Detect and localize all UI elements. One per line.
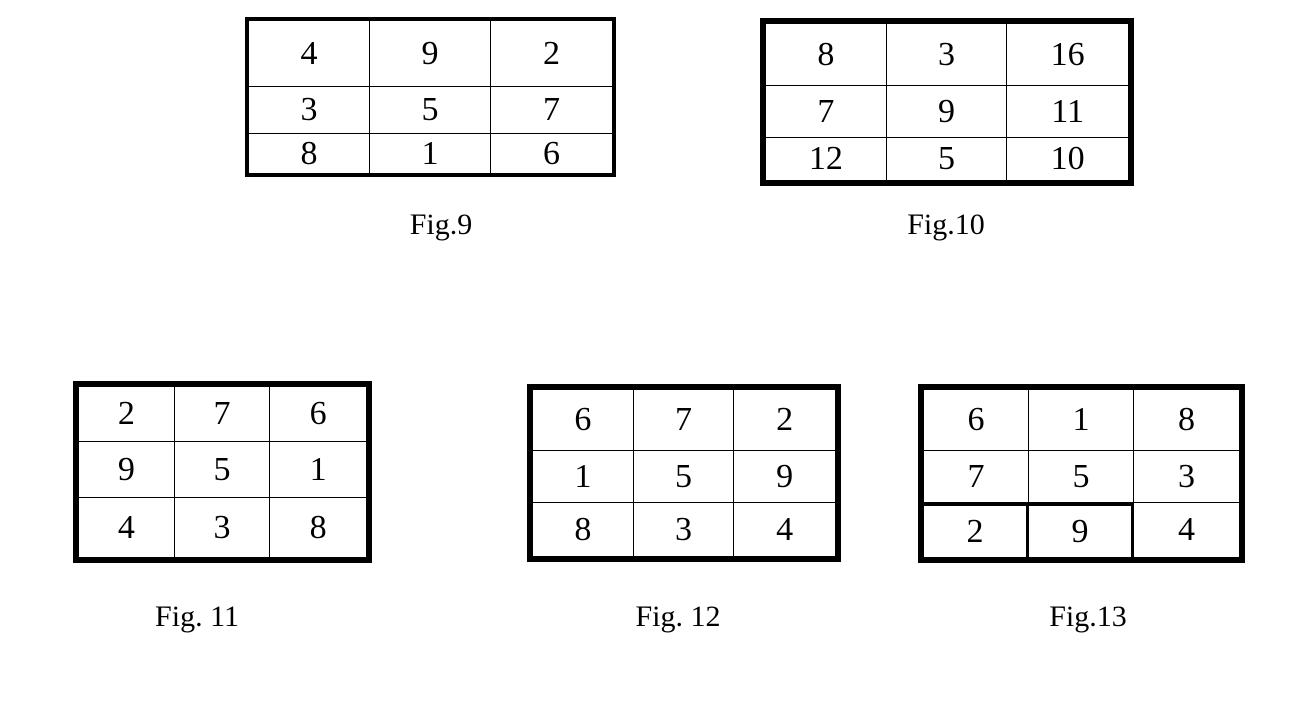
grid-cell: 9 — [734, 451, 835, 503]
grid-cell: 9 — [886, 86, 1008, 138]
grid-cell: 1 — [370, 134, 491, 173]
magic-square-fig11: 2 7 6 9 5 1 4 3 8 — [73, 381, 372, 563]
grid-cell: 7 — [174, 387, 271, 442]
grid-cell: 5 — [633, 451, 735, 503]
grid-cell: 3 — [886, 24, 1008, 86]
grid-cell: 10 — [1050, 140, 1085, 177]
grid-cell: 2 — [79, 387, 175, 442]
figure-caption: Fig. 11 — [155, 600, 239, 633]
figure-caption: Fig.13 — [1049, 600, 1127, 633]
grid-cell: 5 — [370, 87, 491, 134]
grid-cell: 1 — [533, 451, 634, 503]
grid-cell: 8 — [1134, 390, 1239, 451]
grid-cell: 2 — [734, 390, 835, 451]
grid-cell-highlighted: 2 — [924, 503, 1029, 557]
figure-caption: Fig. 12 — [635, 600, 721, 633]
grid-cell: 7 — [924, 451, 1029, 503]
magic-square-fig13: 6 1 8 7 5 3 2 9 4 — [918, 384, 1245, 563]
grid-cell: 8 — [249, 134, 370, 173]
grid-cell: 4 — [79, 498, 175, 557]
grid-cell: 8 — [766, 24, 887, 86]
magic-square-fig9: 4 9 2 3 5 7 8 1 6 — [245, 17, 616, 177]
grid-cell: 6 — [924, 390, 1029, 451]
number-grid-fig10: 8 3 16 7 9 11 12 5 10 — [760, 18, 1134, 186]
grid-cell: 3 — [249, 87, 370, 134]
grid-cell: 6 — [533, 390, 634, 451]
grid-cell: 3 — [175, 498, 271, 557]
grid-cell: 5 — [1029, 451, 1134, 503]
grid-cell: 5 — [174, 442, 271, 498]
grid-cell: 3 — [1134, 451, 1239, 503]
grid-cell: 7 — [766, 86, 887, 138]
grid-cell: 1 — [1029, 390, 1134, 451]
grid-cell: 11 — [1007, 86, 1128, 138]
grid-cell: 5 — [887, 138, 1008, 180]
figure-caption: Fig.9 — [409, 208, 473, 241]
grid-cell: 8 — [533, 503, 634, 556]
grid-cell: 4 — [776, 510, 794, 548]
grid-cell-highlighted: 9 — [1029, 503, 1134, 557]
magic-square-fig12: 6 7 2 1 5 9 8 3 4 — [527, 384, 841, 562]
grid-cell: 7 — [633, 390, 735, 451]
grid-cell: 4 — [249, 21, 370, 87]
grid-cell: 8 — [309, 508, 327, 546]
grid-cell: 6 — [543, 134, 560, 172]
grid-cell: 9 — [370, 21, 491, 87]
grid-cell: 12 — [766, 138, 887, 180]
grid-cell: 2 — [491, 21, 612, 87]
grid-cell: 3 — [634, 503, 735, 556]
figure-caption: Fig.10 — [907, 208, 985, 241]
grid-cell: 4 — [1178, 511, 1195, 548]
grid-cell: 1 — [270, 442, 366, 498]
grid-cell: 16 — [1007, 24, 1128, 86]
grid-cell: 7 — [491, 87, 612, 134]
grid-cell: 9 — [79, 442, 175, 498]
grid-cell: 6 — [270, 387, 366, 442]
